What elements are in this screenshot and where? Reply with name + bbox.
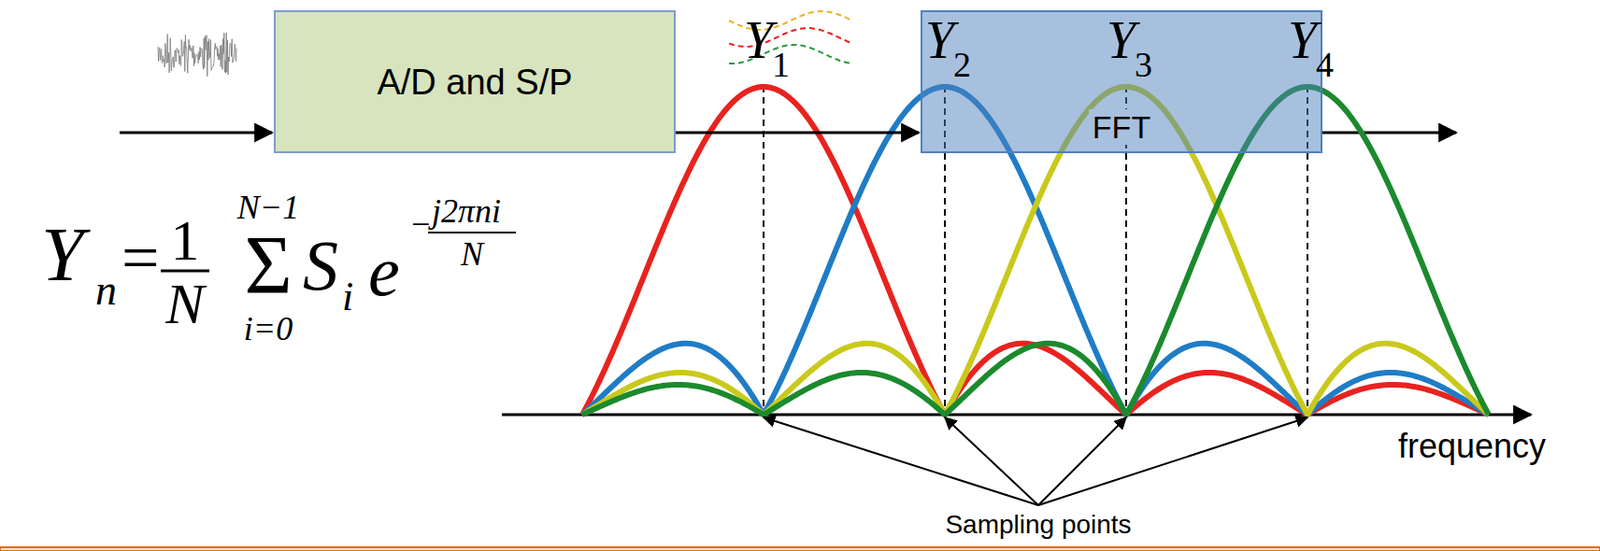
- output-subscript: 3: [1134, 46, 1153, 83]
- formula-symbol: i=0: [243, 312, 293, 346]
- box-label: A/D and S/P: [376, 64, 572, 100]
- sampling-arrow: [1038, 417, 1308, 506]
- callout-label: Sampling points: [944, 512, 1131, 539]
- sample-line: [762, 85, 765, 415]
- output-symbol: Y: [1287, 14, 1317, 67]
- output-symbol: Y: [1106, 14, 1136, 67]
- output-subscript: 1: [771, 46, 790, 83]
- fraction-bar: [160, 270, 210, 273]
- output-subscript: 2: [953, 46, 972, 83]
- sampling-arrow: [944, 417, 1039, 506]
- formula-symbol: Σ: [243, 224, 292, 307]
- sampling-arrow: [763, 417, 1039, 506]
- frequency-axis: [501, 414, 1531, 417]
- formula-symbol: =: [121, 224, 160, 292]
- formula-symbol: j2πni: [431, 194, 501, 229]
- flow-arrow: [675, 131, 919, 135]
- formula-symbol: e: [368, 235, 400, 307]
- formula-symbol: −: [411, 207, 430, 242]
- axis-label: frequency: [1398, 429, 1546, 464]
- input-arrow: [119, 131, 272, 135]
- box-label: FFT: [1088, 109, 1155, 145]
- noise-signal: [157, 32, 237, 77]
- formula-symbol: S: [302, 229, 339, 301]
- sampling-arrow: [1038, 417, 1127, 506]
- formula-symbol: i: [342, 276, 354, 318]
- formula-symbol: N−1: [237, 190, 300, 225]
- noise-trace: [157, 32, 237, 77]
- fraction-bar: [428, 231, 516, 234]
- output-subscript: 4: [1315, 46, 1334, 83]
- process-box: A/D and S/P: [273, 10, 676, 154]
- sampling-arrows: [763, 417, 1308, 506]
- footer-band: [0, 547, 1600, 551]
- formula-symbol: 1: [171, 211, 200, 270]
- formula-symbol: Y: [41, 216, 85, 294]
- output-symbol: Y: [925, 14, 955, 67]
- output-arrow: [1322, 131, 1457, 135]
- formula-symbol: N: [165, 274, 204, 333]
- output-symbol: Y: [743, 14, 773, 67]
- formula-symbol: n: [95, 269, 117, 313]
- formula-symbol: N: [460, 237, 484, 272]
